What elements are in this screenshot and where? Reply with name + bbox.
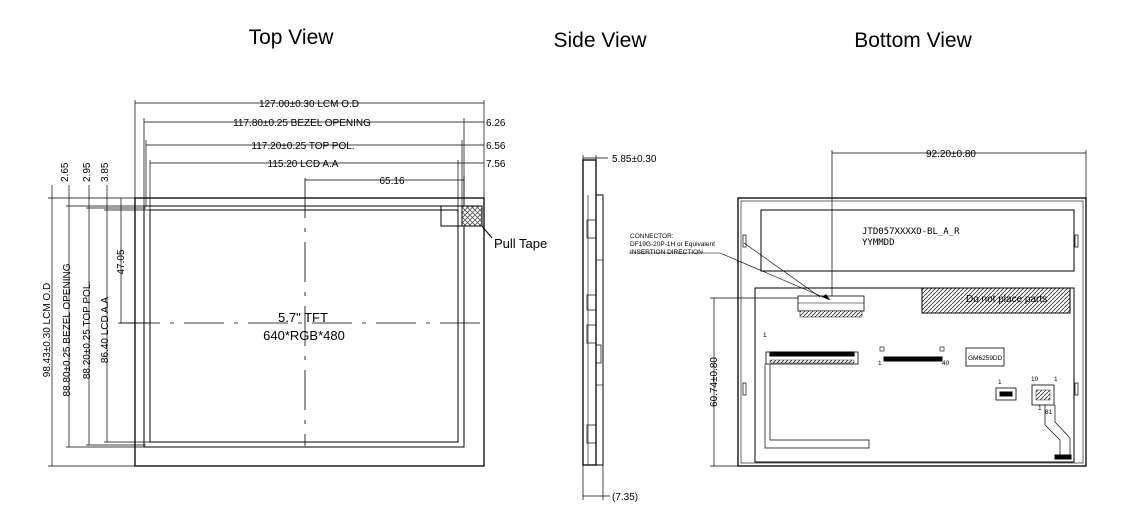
pin-10: 10 — [1031, 376, 1039, 383]
dim-lcm-od-height: 98.43±0.30 LCM O.D — [42, 283, 53, 377]
dim-aa-width: 115.20 LCD A.A — [268, 159, 339, 170]
dim-656: 6.56 — [486, 141, 506, 152]
pin-1a: 1 — [763, 332, 767, 339]
back-inner — [740, 200, 1084, 464]
pin-1d: 1 — [1054, 376, 1058, 383]
dim-626: 6.26 — [486, 118, 506, 129]
dim-bezel-width: 117.80±0.25 BEZEL OPENING — [233, 118, 371, 129]
dim-6074: 60.74±0.80 — [709, 357, 720, 407]
insertion-direction: INSERTION DIRECTION — [630, 249, 703, 256]
pin-1b: 1 — [878, 360, 882, 367]
top-view-title: Top View — [249, 26, 335, 49]
dim-pol-width: 117.20±0.25 TOP POL. — [251, 141, 354, 152]
side-bezel — [582, 159, 597, 466]
side-thickness: 5.85±0.30 — [612, 154, 657, 165]
bezel-opening — [143, 205, 465, 448]
label-model: JTD057XXXXO-BL_A_R — [862, 227, 960, 237]
dim-pol-height: 88.20±0.25 TOP POL. — [82, 281, 93, 379]
pin-81: 81 — [1045, 409, 1053, 416]
small-connector — [883, 356, 943, 362]
pin-40: 40 — [942, 360, 950, 367]
do-not-place-label: Do not place parts — [966, 294, 1047, 305]
lcm-outline — [134, 197, 485, 467]
pcb-outline — [754, 287, 1075, 463]
pull-tape-label: Pull Tape — [494, 236, 547, 251]
do-not-place-area — [921, 287, 1071, 314]
active-area — [149, 209, 459, 443]
connector-title: CONNECTOR: — [630, 233, 674, 240]
back-outline — [737, 197, 1087, 467]
side-view — [582, 155, 610, 500]
pull-tape-leader — [481, 225, 493, 239]
top-view — [48, 100, 493, 467]
dim-bezel-height: 88.80±0.25 BEZEL OPENING — [62, 263, 73, 396]
dim-295: 2.95 — [82, 162, 93, 182]
df19g-connector — [797, 295, 865, 312]
bottom-view — [629, 150, 1087, 467]
dim-9220: 92.20±0.80 — [926, 149, 976, 160]
dim-756: 7.56 — [486, 159, 506, 170]
dim-265: 2.65 — [60, 162, 71, 182]
pin-1c: 1 — [998, 379, 1002, 386]
side-bottom-dim: (7.35) — [612, 492, 638, 503]
bottom-view-title: Bottom View — [854, 29, 972, 52]
panel-size-label: 5.7" TFT — [278, 310, 328, 325]
resolution-label: 640*RGB*480 — [263, 328, 345, 343]
dim-aa-height: 86.40 LCD A.A — [100, 297, 111, 363]
dim-385: 3.85 — [100, 162, 111, 182]
chip — [965, 347, 1005, 367]
chip-label: GM6259DD — [968, 355, 1003, 362]
connector-part: DF19G-20P-1H or Equivalent — [630, 241, 715, 248]
side-backplate — [595, 194, 604, 466]
pull-tape-box — [440, 205, 463, 227]
dim-lcm-od-width: 127.00±0.30 LCM O.D — [259, 99, 359, 110]
label-area — [760, 209, 1075, 272]
label-date: YYMMDD — [862, 238, 895, 248]
side-view-title: Side View — [553, 29, 647, 52]
pull-tape-mark — [461, 205, 483, 227]
pin-1e: 1 — [1038, 405, 1042, 412]
dim-4705: 47.05 — [116, 249, 127, 274]
dim-65: 65.16 — [379, 176, 404, 187]
